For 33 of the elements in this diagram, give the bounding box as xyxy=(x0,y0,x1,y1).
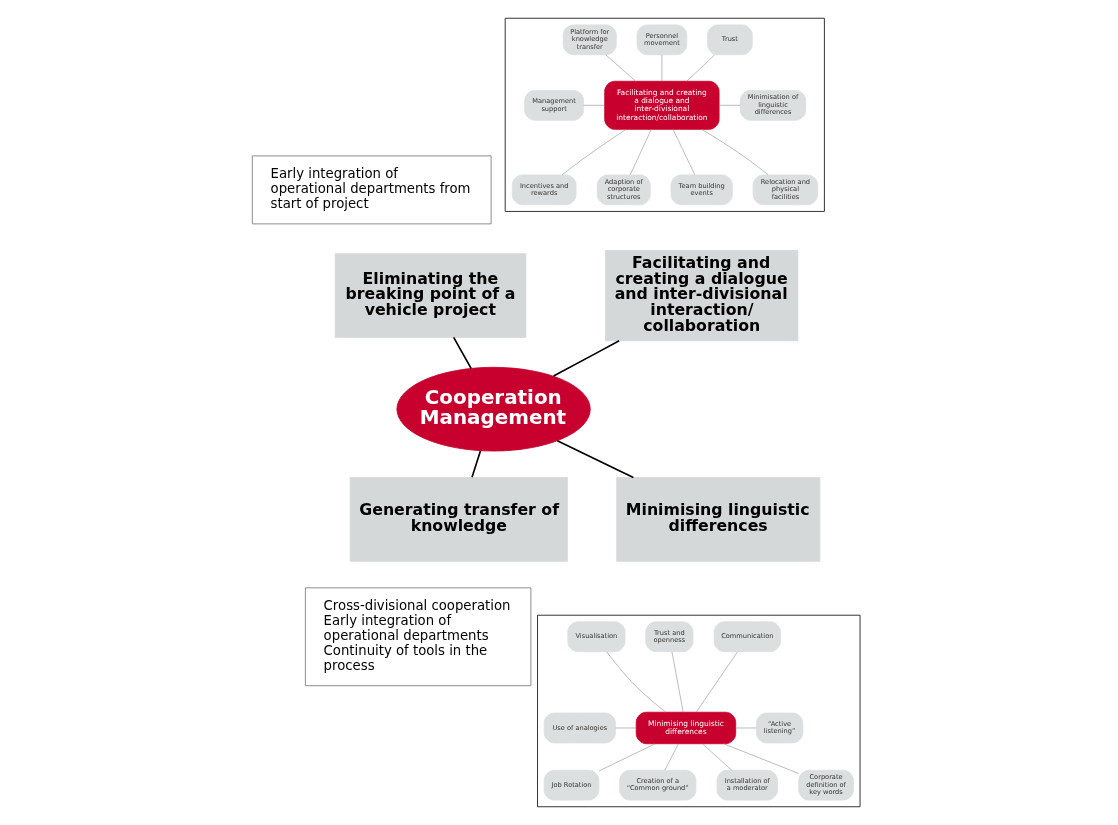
node-box: Early integration of operational departments from start of project xyxy=(251,155,491,225)
connector xyxy=(695,651,738,713)
node-ellipse: Cooperation Management xyxy=(396,366,591,452)
connector xyxy=(661,54,662,82)
connector xyxy=(672,129,695,176)
connector xyxy=(629,129,651,176)
node-box: Facilitating and creating a dialogue and inter-divisional interaction/ collaboration xyxy=(604,250,798,342)
connector xyxy=(701,129,768,176)
connector xyxy=(582,105,605,106)
connector xyxy=(734,727,757,729)
connector xyxy=(723,743,799,774)
node-box: Generating transfer of knowledge xyxy=(349,477,568,562)
connector xyxy=(604,54,636,82)
connector xyxy=(561,129,626,176)
connector xyxy=(614,727,636,729)
node-box: Minimising linguistic differences xyxy=(615,477,820,562)
node-box: Facilitating and creating a dialogue and inter-divisional interaction/collaboration xyxy=(603,80,719,130)
connector xyxy=(598,743,655,772)
cluster xyxy=(504,17,825,212)
connector xyxy=(671,651,683,713)
connector xyxy=(552,340,620,377)
connector xyxy=(470,449,481,479)
connector xyxy=(556,440,634,479)
connector xyxy=(718,105,741,106)
cluster xyxy=(536,614,861,808)
connector xyxy=(664,743,679,771)
node-box: Minimising linguistic differences xyxy=(635,711,736,745)
node-box: Eliminating the breaking point of a vehicle project xyxy=(334,253,526,338)
connector xyxy=(686,54,715,82)
connector xyxy=(701,743,732,771)
node-box: Cross-divisional cooperation Early integration of operational departments Continuity of tools in the process xyxy=(304,587,531,687)
connector xyxy=(452,336,472,370)
connector xyxy=(605,651,666,713)
